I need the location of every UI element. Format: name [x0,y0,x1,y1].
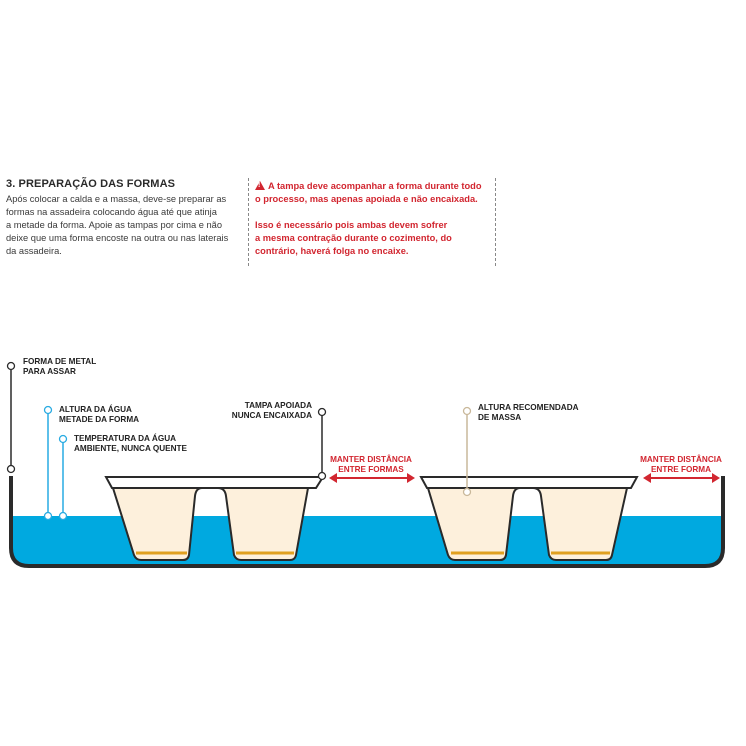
label-temperature-2: AMBIENTE, NUNCA QUENTE [74,444,187,453]
arrow-right-icon [407,473,415,483]
section-body-line: a metade da forma. Apoie as tampas por c… [6,220,223,230]
section-body-line: deixe que uma forma encoste na outra ou … [6,233,229,243]
label-metal-pan-1: FORMA DE METAL [23,357,96,366]
section-body-line: formas na assadeira colocando água até q… [6,207,217,217]
callout-lid: TAMPA APOIADA NUNCA ENCAIXADA [232,401,327,481]
warning-box: A tampa deve acompanhar a forma durante … [248,178,496,266]
label-water-height-1: ALTURA DA ÁGUA [59,404,132,414]
label-distance-molds-2: ENTRE FORMAS [338,465,404,474]
label-distance-wall-1: MANTER DISTÂNCIA [640,453,722,464]
mold-lid [104,476,325,489]
mold-right [419,476,639,561]
warning-line-1: A tampa deve acompanhar a forma durante … [255,180,482,193]
label-lid-1: TAMPA APOIADA [245,401,312,410]
label-lid-2: NUNCA ENCAIXADA [232,411,312,420]
section-title: 3. PREPARAÇÃO DAS FORMAS [6,178,176,190]
callout-distance-between-molds: MANTER DISTÂNCIA ENTRE FORMAS [329,453,415,483]
warning-line-5: contrário, haverá folga no encaixe. [255,246,409,256]
label-batter-height-1: ALTURA RECOMENDADA [478,403,579,412]
warning-line-3: Isso é necessário pois ambas devem sofre… [255,220,448,230]
callout-metal-pan: FORMA DE METAL PARA ASSAR [6,357,96,474]
callout-distance-from-wall: MANTER DISTÂNCIA ENTRE FORMA [640,453,722,483]
label-distance-wall-2: ENTRE FORMA [651,465,711,474]
label-batter-height-2: DE MASSA [478,413,521,422]
baking-pan [9,476,725,568]
label-distance-molds-1: MANTER DISTÂNCIA [330,453,412,464]
section-body: Após colocar a calda e a massa, deve-se … [6,193,242,258]
arrow-left-icon [329,473,337,483]
warning-text-1: A tampa deve acompanhar a forma durante … [268,181,482,191]
mold-lid [419,476,639,489]
arrow-right-icon [712,473,720,483]
label-temperature-1: TEMPERATURA DA ÁGUA [74,433,176,443]
callout-water-temperature: TEMPERATURA DA ÁGUA AMBIENTE, NUNCA QUEN… [58,433,187,521]
callout-batter-height: ALTURA RECOMENDADA DE MASSA [462,403,579,497]
callout-water-height: ALTURA DA ÁGUA METADE DA FORMA [43,404,139,521]
arrow-left-icon [643,473,651,483]
warning-line-4: a mesma contração durante o cozimento, d… [255,233,452,243]
warning-icon [255,181,265,190]
label-metal-pan-2: PARA ASSAR [23,367,76,376]
mold-left [104,476,325,561]
section-body-line: da assadeira. [6,246,62,256]
label-water-height-2: METADE DA FORMA [59,415,139,424]
warning-line-2: o processo, mas apenas apoiada e não enc… [255,194,478,204]
section-body-line: Após colocar a calda e a massa, deve-se … [6,194,227,204]
